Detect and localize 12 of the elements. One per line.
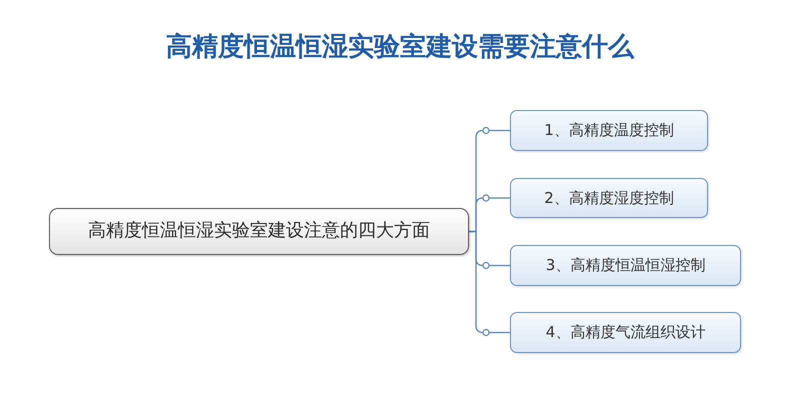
subtopic-box xyxy=(510,312,741,353)
title: 高精度恒温恒湿实验室建设需要注意什么 xyxy=(166,31,634,64)
topic-text: 高精度恒温恒湿实验室建设注意的四大方面 xyxy=(88,220,430,243)
subtopic-text: 2、高精度湿度控制 xyxy=(544,188,674,208)
subtopic-text: 3、高精度恒温恒湿控制 xyxy=(546,256,706,275)
subtopic-box xyxy=(510,110,708,151)
subtopic-text: 1、高精度温度控制 xyxy=(544,121,674,140)
subtopic-box xyxy=(510,245,741,286)
subtopic-text: 4、高精度气流组织设计 xyxy=(546,323,706,342)
subtopic-box xyxy=(510,178,708,218)
topic-box xyxy=(49,208,469,255)
connector xyxy=(469,230,510,336)
